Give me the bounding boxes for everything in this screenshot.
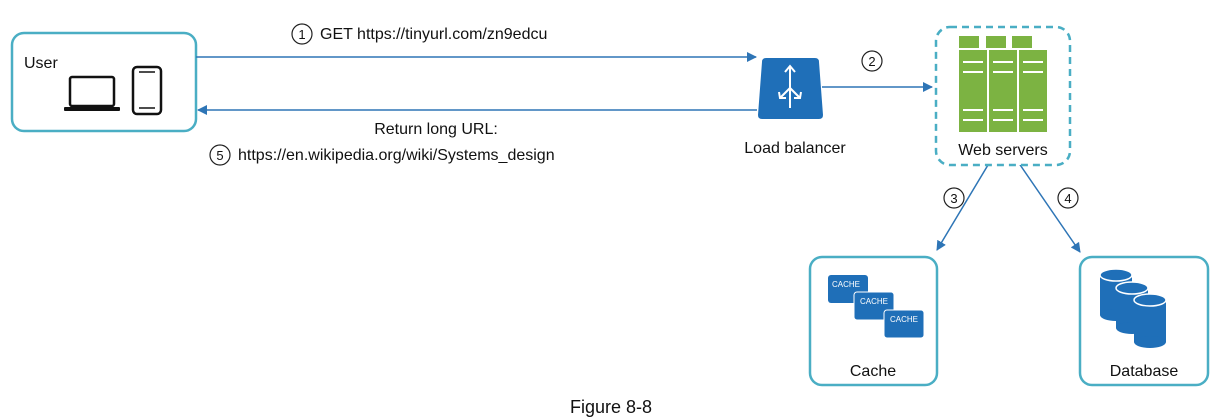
step-5: Return long URL: 5 https://en.wikipedia.… [209,121,555,166]
step-5-number: 5 [216,148,223,163]
cache-label: Cache [850,363,896,380]
phone-icon [131,65,163,116]
step-1-badge [291,23,313,45]
step-5-text: https://en.wikipedia.org/wiki/Systems_de… [238,147,555,164]
split-arrows-icon [778,64,802,108]
step-4: 4 [1057,187,1079,209]
cache-tile-text-2: CACHE [860,297,888,306]
web-servers-node: Web servers [934,25,1072,167]
step-1-number: 1 [298,27,305,42]
cache-tile-text-3: CACHE [890,315,918,324]
laptop-icon [64,75,120,111]
cache-node: CACHE CACHE CACHE Cache [808,255,939,387]
database-label: Database [1110,363,1179,380]
cache-tile-text-1: CACHE [832,280,860,289]
step-5-heading: Return long URL: [374,121,498,138]
step-2-badge [861,50,883,72]
database-node: Database [1078,255,1210,387]
step-4-number: 4 [1064,191,1071,206]
step-3-number: 3 [950,191,957,206]
step-2: 2 [861,50,883,72]
cache-stack-icon: CACHE CACHE CACHE [828,275,925,339]
load-balancer-node: Load balancer [744,58,846,157]
step-5-badge [209,144,231,166]
step-2-number: 2 [868,54,875,69]
database-cylinders-icon [1099,268,1167,348]
load-balancer-label: Load balancer [744,140,846,157]
step-1-text: GET https://tinyurl.com/zn9edcu [320,26,547,43]
server-rack-icon [959,36,1047,132]
step-4-badge [1057,187,1079,209]
figure-caption: Figure 8-8 [570,397,652,417]
step-1: 1 GET https://tinyurl.com/zn9edcu [291,23,547,45]
user-node: User [10,31,198,133]
user-label: User [24,55,58,72]
step-3-badge [943,187,965,209]
step-3: 3 [943,187,965,209]
web-servers-label: Web servers [958,142,1048,159]
